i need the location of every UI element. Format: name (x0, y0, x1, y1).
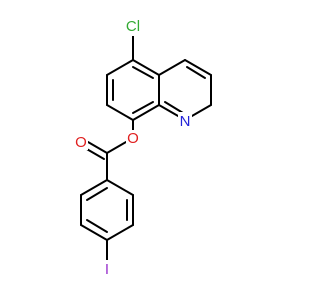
bond (106, 179, 134, 196)
double-bond (84, 147, 105, 160)
atom-iodine: I (102, 260, 112, 278)
atom-label-i: I (105, 261, 109, 278)
bond (132, 104, 160, 121)
atom-nitrogen: N (178, 112, 192, 130)
bond (80, 224, 108, 241)
double-bond (164, 101, 184, 114)
double-bond (86, 219, 108, 233)
bond (106, 59, 134, 76)
double-bond (87, 141, 108, 154)
bond (158, 59, 186, 76)
atom-label-o-carbonyl: O (75, 134, 87, 151)
atom-chlorine: Cl (121, 17, 145, 36)
atom-ester-oxygen: O (126, 130, 140, 147)
double-bond (186, 66, 206, 79)
bond (80, 179, 108, 196)
atom-carbonyl-oxygen: O (74, 134, 88, 151)
molecule-structure: Cl N O O I (74, 17, 212, 278)
bond (106, 104, 134, 121)
atom-label-o-ester: O (127, 130, 139, 147)
bond (184, 59, 212, 76)
bond (106, 141, 127, 154)
bond (106, 224, 134, 241)
bond (132, 59, 160, 76)
atom-label-n: N (180, 113, 191, 130)
double-bond (132, 66, 154, 79)
double-bond (86, 187, 108, 201)
double-bond (132, 101, 154, 114)
atom-label-cl: Cl (126, 18, 140, 35)
